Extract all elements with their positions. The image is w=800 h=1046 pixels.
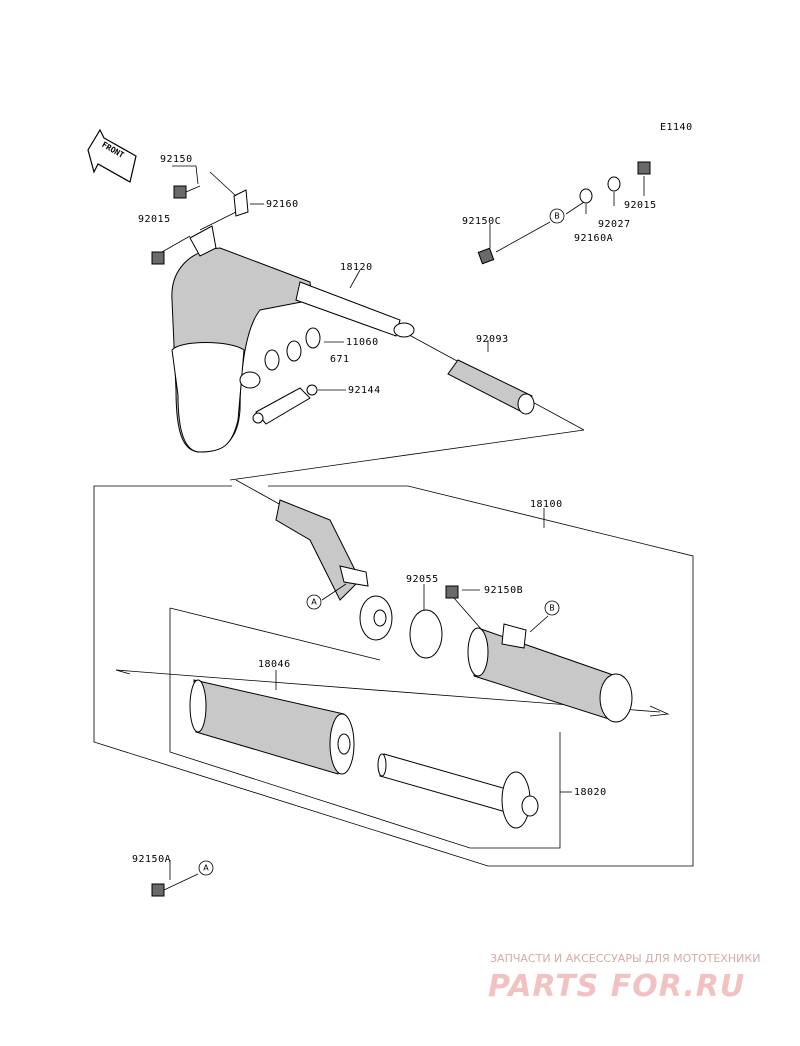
callout-92144: 92144: [348, 385, 381, 396]
rubber-sleeve-92093: [447, 359, 535, 415]
front-direction-arrow: FRONT: [87, 128, 137, 183]
watermark-subtitle: ЗАПЧАСТИ И АКСЕССУАРЫ ДЛЯ МОТОТЕХНИКИ: [490, 952, 760, 965]
svg-text:B: B: [554, 212, 560, 221]
callout-11060: 11060: [346, 337, 379, 348]
tail-pipe: [275, 499, 393, 641]
callout-92027: 92027: [598, 219, 631, 230]
o-ring-11060: [305, 327, 321, 349]
silencer-group-frame: [93, 485, 694, 867]
bolt-92150a: [151, 873, 199, 897]
diagram-code: E1140: [660, 122, 693, 133]
muffler-18100: [467, 623, 633, 723]
watermark-brand: PARTS FOR.RU: [488, 969, 745, 1004]
callout-92160a: 92160A: [574, 233, 613, 244]
expansion-chamber-18120: [171, 225, 415, 453]
callout-92150: 92150: [160, 154, 193, 165]
callout-92150c: 92150C: [462, 216, 501, 227]
nut-92015-right: [637, 161, 651, 175]
svg-text:A: A: [311, 598, 317, 607]
callout-92015-right: 92015: [624, 200, 657, 211]
gasket-ring-2: [286, 340, 302, 362]
callout-92160: 92160: [266, 199, 299, 210]
watermark: ЗАПЧАСТИ И АКСЕССУАРЫ ДЛЯ МОТОТЕХНИКИ PA…: [488, 952, 760, 1004]
callout-92055: 92055: [406, 574, 439, 585]
silencer-inner-frame: [169, 608, 561, 849]
callout-92150b: 92150B: [484, 585, 523, 596]
svg-text:A: A: [203, 864, 209, 873]
ref-mark-a-tailpipe: A: [306, 594, 322, 610]
callout-18020: 18020: [574, 787, 607, 798]
leader-lines: [161, 165, 645, 880]
pipe-connection-line-2: [229, 429, 585, 481]
inner-frame-top-edge: [169, 607, 381, 661]
nut-92015-left: [151, 251, 165, 265]
callout-92015-left: 92015: [138, 214, 171, 225]
silencer-body-18046: [189, 679, 355, 775]
callout-18100: 18100: [530, 499, 563, 510]
collar-92160a: [579, 188, 593, 204]
callout-18046: 18046: [258, 659, 291, 670]
inner-core-18020: [377, 753, 539, 829]
callout-671: 671: [330, 354, 350, 365]
callout-92093: 92093: [476, 334, 509, 345]
washer-92027: [607, 176, 621, 192]
callout-18120: 18120: [340, 262, 373, 273]
bracket-92160: [233, 189, 249, 217]
ref-mark-b-top: B: [549, 208, 565, 224]
bolt-92150c: [477, 247, 495, 265]
bolt-92150: [173, 185, 201, 199]
ref-mark-b-muffler: B: [544, 600, 560, 616]
callout-92150a: 92150A: [132, 854, 171, 865]
spring-92144: [252, 384, 318, 425]
svg-text:B: B: [549, 604, 555, 613]
bolt-92150b: [445, 585, 459, 599]
gasket-ring-1: [264, 349, 280, 371]
ref-mark-a-bolt: A: [198, 860, 214, 876]
gasket-92055: [409, 609, 443, 659]
